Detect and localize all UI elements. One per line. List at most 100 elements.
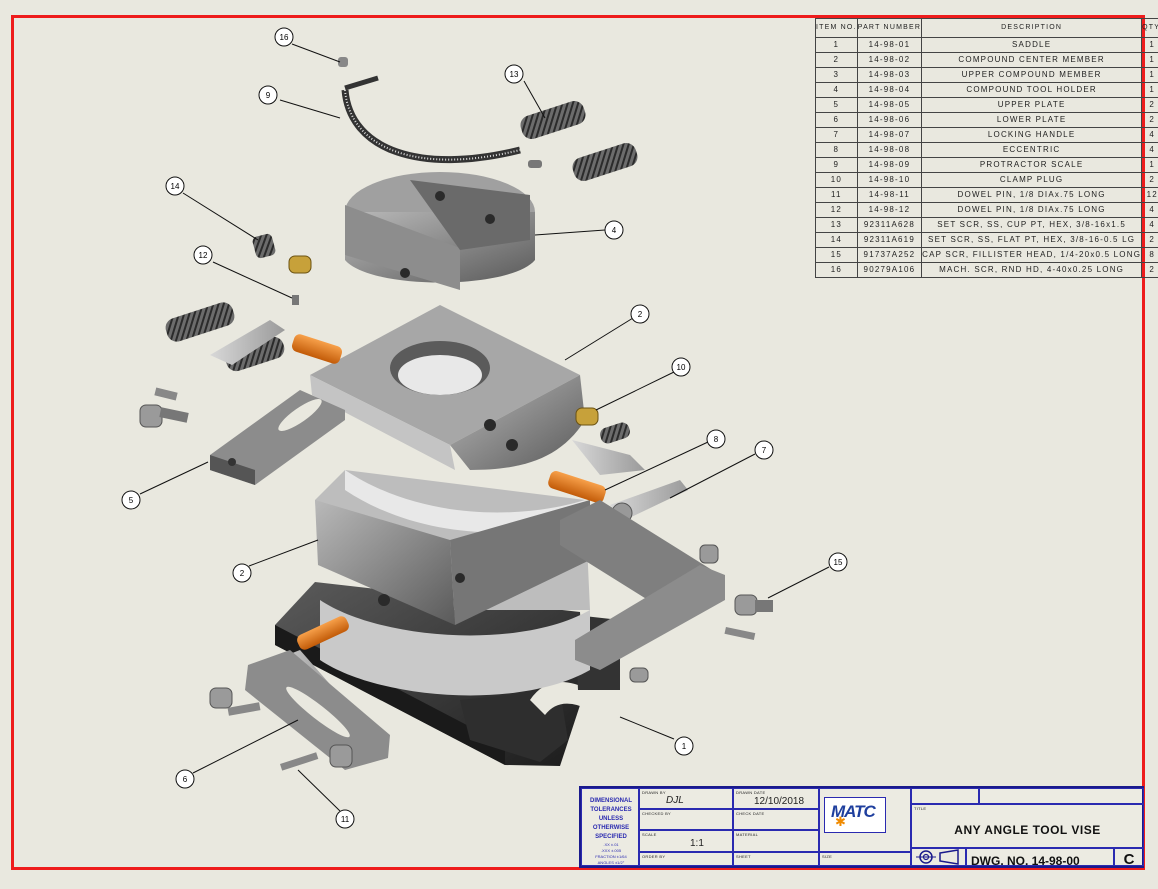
drawn-date-value: 12/10/2018 (754, 796, 805, 807)
bom-cell-description: PROTRACTOR SCALE (921, 157, 1143, 173)
bom-cell-part: 91737A252 (856, 247, 923, 263)
bom-cell-part: 14-98-10 (856, 172, 923, 188)
balloon-13: 13 (504, 64, 524, 84)
upper-compound-member (310, 305, 585, 470)
bom-cell-item: 14 (815, 232, 858, 248)
material-label: MATERIAL (736, 832, 759, 837)
bom-cell-part: 14-98-12 (856, 202, 923, 218)
order-by-label: ORDER BY (642, 854, 666, 859)
bom-cell-item: 9 (815, 157, 858, 173)
tolerance-line-4: SPECIFIED (595, 834, 627, 840)
protractor-scale (341, 89, 521, 164)
item-balloons: 16 9 13 14 4 12 2 10 8 7 5 2 15 1 6 11 (121, 27, 848, 829)
scale-value: 1:1 (690, 838, 704, 849)
revision-letter: C (1123, 851, 1135, 868)
dwg-number-cell: DWG. NO. 14-98-00 (966, 848, 1114, 868)
svg-text:6: 6 (183, 775, 188, 784)
bom-header-item: ITEM NO. (815, 18, 858, 38)
blank-cell-a (911, 788, 979, 804)
matc-logo: MATC ✱ (824, 797, 886, 833)
bom-cell-part: 90279A106 (856, 262, 923, 278)
balloon-2-lower: 2 (232, 563, 252, 583)
bom-cell-description: ECCENTRIC (921, 142, 1143, 158)
balloon-11: 11 (335, 809, 355, 829)
bom-cell-qty: 1 (1141, 52, 1158, 68)
eccentric-a (292, 334, 342, 364)
drawn-by-value: DJL (666, 795, 684, 806)
bom-cell-qty: 2 (1141, 232, 1158, 248)
bom-cell-description: CAP SCR, FILLISTER HEAD, 1/4-20x0.5 LONG (921, 247, 1143, 263)
eccentric-c (297, 616, 349, 650)
balloon-9: 9 (258, 85, 278, 105)
bom-cell-part: 92311A619 (856, 232, 923, 248)
tolerance-line-3: UNLESS OTHERWISE (592, 816, 630, 831)
drawn-by-cell: DRAWN BY DJL (639, 788, 733, 809)
balloon-10: 10 (671, 357, 691, 377)
bom-cell-qty: 4 (1141, 202, 1158, 218)
bom-cell-description: DOWEL PIN, 1/8 DIAx.75 LONG (921, 202, 1143, 218)
svg-text:7: 7 (762, 446, 767, 455)
bom-cell-description: LOCKING HANDLE (921, 127, 1143, 143)
bom-cell-item: 11 (815, 187, 858, 203)
set-screw-13-d (225, 336, 285, 372)
bom-cell-description: COMPOUND CENTER MEMBER (921, 52, 1143, 68)
svg-text:15: 15 (834, 558, 843, 567)
checked-by-cell: CHECKED BY (639, 809, 733, 830)
bom-cell-item: 2 (815, 52, 858, 68)
lower-plate-left (245, 650, 390, 770)
bom-cell-qty: 1 (1141, 67, 1158, 83)
bom-cell-qty: 1 (1141, 157, 1158, 173)
tolerance-value-4: ANGLES ±1/2° (597, 860, 625, 865)
bom-cell-item: 16 (815, 262, 858, 278)
bom-cell-item: 8 (815, 142, 858, 158)
bom-cell-part: 14-98-06 (856, 112, 923, 128)
bom-cell-description: UPPER PLATE (921, 97, 1143, 113)
bom-cell-qty: 12 (1141, 187, 1158, 203)
title-cell: TITLE ANY ANGLE TOOL VISE (911, 804, 1144, 848)
revision-cell: C (1114, 848, 1144, 868)
blank-cell-b (979, 788, 1144, 804)
locking-handle-upper-left (210, 320, 285, 365)
bom-cell-part: 14-98-03 (856, 67, 923, 83)
sheet-label: SHEET (736, 854, 751, 859)
tolerance-value-1: .XX ±.01 (603, 842, 619, 847)
scale-label: SCALE (642, 832, 657, 837)
balloon-5: 5 (121, 490, 141, 510)
bill-of-materials: ITEM NO. PART NUMBER DESCRIPTION QTY. 11… (815, 18, 1158, 278)
bom-cell-item: 6 (815, 112, 858, 128)
bom-cell-qty: 2 (1141, 172, 1158, 188)
bom-header-row: ITEM NO. PART NUMBER DESCRIPTION QTY. (815, 18, 1158, 38)
set-screw-13-c (165, 302, 235, 342)
balloon-15: 15 (828, 552, 848, 572)
bom-cell-part: 14-98-09 (856, 157, 923, 173)
checked-by-label: CHECKED BY (642, 811, 672, 816)
compound-center-member-lower (315, 470, 590, 696)
size-cell: SIZE (819, 852, 911, 866)
bom-cell-description: UPPER COMPOUND MEMBER (921, 67, 1143, 83)
leader-lines (139, 43, 830, 812)
bom-cell-part: 14-98-02 (856, 52, 923, 68)
bom-header-description: DESCRIPTION (921, 18, 1143, 38)
bom-cell-description: COMPOUND TOOL HOLDER (921, 82, 1143, 98)
upper-plate-left (210, 390, 345, 485)
tolerance-value-3: FRACTION ±1/64 (595, 854, 627, 859)
logo-cell: MATC ✱ (819, 788, 911, 852)
set-screw-13-a (520, 100, 586, 140)
bom-cell-qty: 2 (1141, 262, 1158, 278)
balloon-16: 16 (274, 27, 294, 47)
bom-cell-description: LOWER PLATE (921, 112, 1143, 128)
bom-cell-qty: 2 (1141, 112, 1158, 128)
check-date-label: CHECK DATE (736, 811, 765, 816)
clamp-plug-b (575, 407, 599, 426)
svg-text:4: 4 (612, 226, 617, 235)
svg-text:13: 13 (510, 70, 519, 79)
balloon-2-upper: 2 (630, 304, 650, 324)
balloon-4: 4 (604, 220, 624, 240)
